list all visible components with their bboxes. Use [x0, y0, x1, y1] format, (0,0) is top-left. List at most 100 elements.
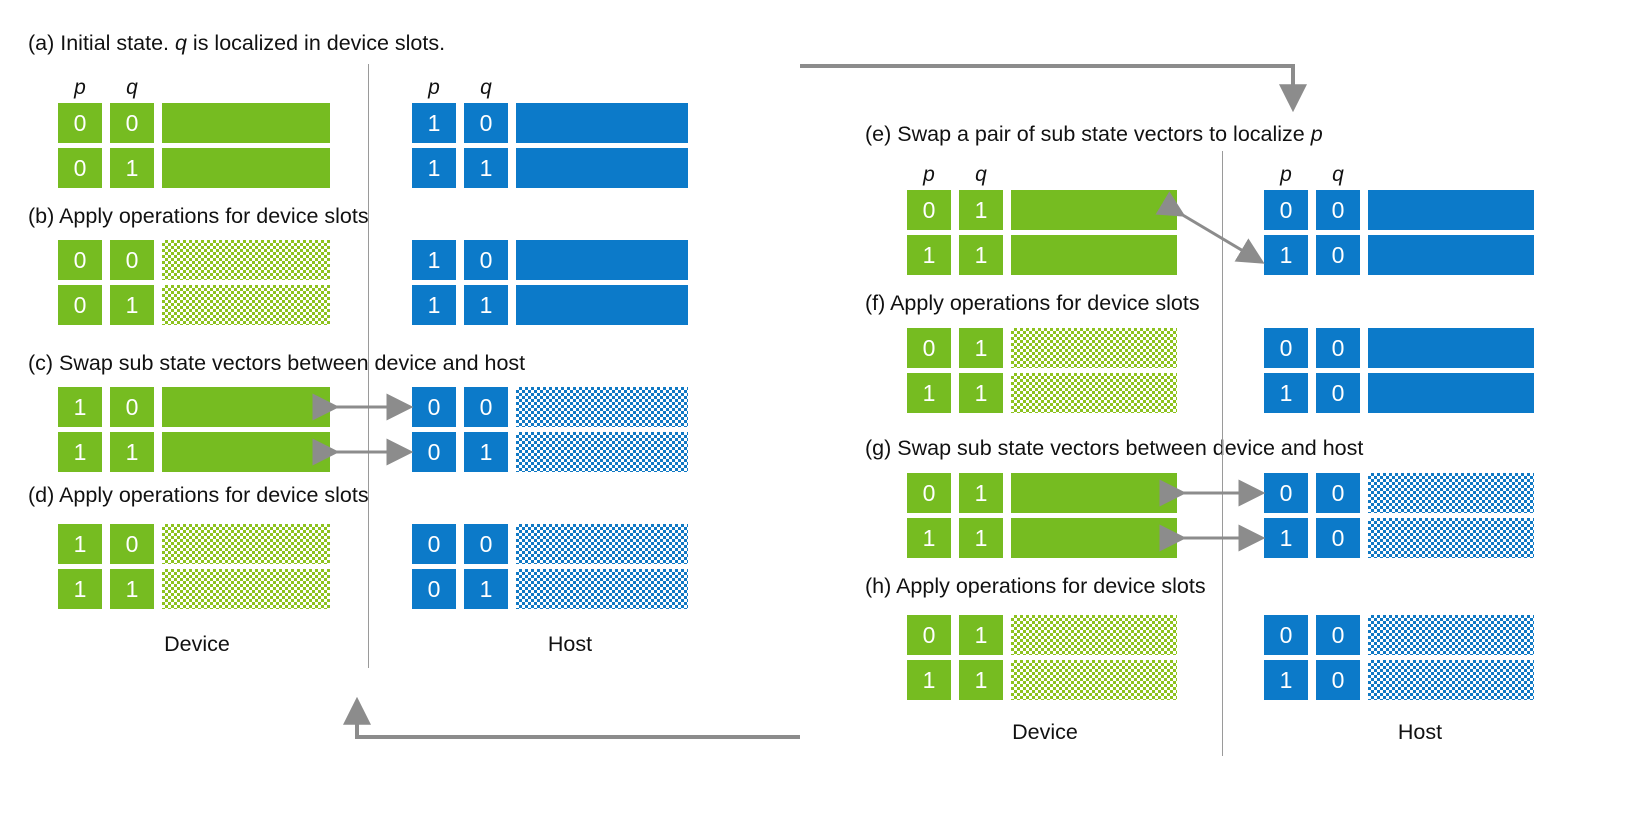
bit-cell-q: 1 — [110, 148, 154, 188]
caption-text: (c) Swap sub state vectors between devic… — [28, 351, 526, 375]
state-vector-bar-patterned — [162, 524, 330, 564]
caption-text-suffix: is localized in device slots. — [186, 31, 446, 55]
bit-cell-q: 0 — [110, 387, 154, 427]
bit-cell-q: 1 — [464, 569, 508, 609]
state-vector-bar — [162, 387, 330, 427]
bit-cell-p: 1 — [907, 660, 951, 700]
bit-cell-p: 0 — [412, 432, 456, 472]
state-vector-bar — [1011, 473, 1177, 513]
bit-cell-p: 1 — [412, 148, 456, 188]
state-vector-bar-patterned — [516, 569, 688, 609]
bit-cell-q: 1 — [464, 148, 508, 188]
column-header-q-device: q — [975, 163, 987, 186]
state-vector-bar-patterned — [516, 387, 688, 427]
bit-cell-p: 0 — [1264, 190, 1308, 230]
bit-cell-q: 0 — [464, 240, 508, 280]
state-vector-bar-patterned — [516, 524, 688, 564]
state-vector-bar — [1368, 373, 1534, 413]
panel-caption-f: (f) Apply operations for device slots — [865, 291, 1200, 316]
bit-cell-p: 1 — [58, 432, 102, 472]
bit-cell-q: 0 — [1316, 518, 1360, 558]
caption-text: (d) Apply operations for device slots — [28, 483, 369, 507]
bit-cell-p: 0 — [1264, 615, 1308, 655]
state-vector-bar — [1368, 328, 1534, 368]
bit-cell-q: 0 — [110, 103, 154, 143]
bit-cell-q: 0 — [110, 240, 154, 280]
bit-cell-p: 0 — [58, 103, 102, 143]
state-vector-bar — [1368, 190, 1534, 230]
column-header-q-host: q — [480, 76, 492, 99]
caption-italic-var: q — [174, 31, 187, 55]
bit-cell-p: 0 — [907, 328, 951, 368]
caption-italic-var: p — [1310, 122, 1323, 146]
state-vector-bar-patterned — [162, 569, 330, 609]
state-vector-bar — [1011, 190, 1177, 230]
bit-cell-p: 1 — [1264, 235, 1308, 275]
state-vector-bar-patterned — [1011, 328, 1177, 368]
caption-text: (b) Apply operations for device slots — [28, 204, 369, 228]
bit-cell-p: 1 — [58, 524, 102, 564]
bit-cell-p: 0 — [1264, 473, 1308, 513]
state-vector-bar — [162, 432, 330, 472]
device-host-divider — [1222, 151, 1223, 756]
bit-cell-q: 0 — [1316, 328, 1360, 368]
bit-cell-p: 1 — [1264, 373, 1308, 413]
panel-caption-g: (g) Swap sub state vectors between devic… — [865, 436, 1363, 461]
caption-text: (h) Apply operations for device slots — [865, 574, 1206, 598]
bit-cell-p: 1 — [907, 518, 951, 558]
state-vector-bar-patterned — [1011, 373, 1177, 413]
bit-cell-p: 0 — [58, 148, 102, 188]
bit-cell-q: 1 — [959, 518, 1003, 558]
state-vector-bar — [516, 285, 688, 325]
state-vector-bar-patterned — [1368, 518, 1534, 558]
column-header-q-host: q — [1332, 163, 1344, 186]
caption-text: (g) Swap sub state vectors between devic… — [865, 436, 1364, 460]
bit-cell-p: 1 — [907, 373, 951, 413]
state-vector-bar — [1011, 235, 1177, 275]
bit-cell-q: 1 — [464, 285, 508, 325]
bit-cell-p: 1 — [1264, 660, 1308, 700]
bit-cell-p: 1 — [412, 285, 456, 325]
bit-cell-p: 1 — [58, 387, 102, 427]
caption-text: (f) Apply operations for device slots — [865, 291, 1200, 315]
caption-text: (a) Initial state. — [28, 31, 175, 55]
panel-caption-c: (c) Swap sub state vectors between devic… — [28, 351, 525, 376]
state-vector-bar — [1368, 235, 1534, 275]
bit-cell-p: 0 — [412, 569, 456, 609]
bit-cell-q: 0 — [464, 524, 508, 564]
panel-caption-d: (d) Apply operations for device slots — [28, 483, 369, 508]
panel-caption-b: (b) Apply operations for device slots — [28, 204, 369, 229]
bit-cell-p: 0 — [1264, 328, 1308, 368]
bit-cell-q: 0 — [110, 524, 154, 564]
bit-cell-q: 1 — [959, 615, 1003, 655]
bit-cell-q: 1 — [110, 285, 154, 325]
bit-cell-q: 0 — [1316, 190, 1360, 230]
device-label: Device — [1012, 720, 1078, 744]
state-vector-bar — [1011, 518, 1177, 558]
bit-cell-p: 0 — [412, 387, 456, 427]
bit-cell-p: 0 — [907, 190, 951, 230]
bit-cell-q: 0 — [464, 103, 508, 143]
column-header-p-device: p — [923, 163, 935, 186]
device-host-divider — [368, 64, 369, 668]
bit-cell-q: 1 — [959, 373, 1003, 413]
bit-cell-p: 1 — [412, 240, 456, 280]
bit-cell-q: 1 — [110, 432, 154, 472]
state-vector-bar-patterned — [162, 285, 330, 325]
bit-cell-q: 1 — [959, 328, 1003, 368]
state-vector-bar — [162, 148, 330, 188]
state-vector-bar-patterned — [1368, 660, 1534, 700]
panel-caption-e: (e) Swap a pair of sub state vectors to … — [865, 122, 1323, 147]
column-header-p-device: p — [74, 76, 86, 99]
bit-cell-q: 1 — [959, 473, 1003, 513]
state-vector-bar-patterned — [1368, 615, 1534, 655]
state-vector-bar — [516, 103, 688, 143]
bit-cell-q: 0 — [464, 387, 508, 427]
host-label: Host — [1397, 720, 1443, 744]
bit-cell-p: 1 — [1264, 518, 1308, 558]
bit-cell-q: 1 — [959, 190, 1003, 230]
bit-cell-p: 1 — [907, 235, 951, 275]
bit-cell-q: 0 — [1316, 660, 1360, 700]
bit-cell-q: 1 — [110, 569, 154, 609]
